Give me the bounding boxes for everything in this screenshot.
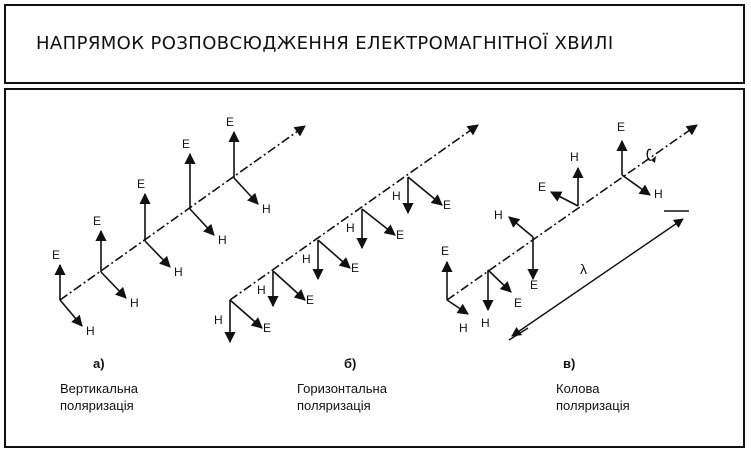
h-label-b-3: H bbox=[346, 221, 355, 235]
h-vector-a-4 bbox=[233, 177, 259, 205]
h-label-b-1: H bbox=[257, 283, 266, 297]
e-label-c-1: E bbox=[514, 296, 523, 310]
panel-c-caption-line2: поляризація bbox=[556, 398, 630, 413]
wavelength-dimension-line bbox=[511, 218, 684, 337]
h-label-c-4: H bbox=[654, 187, 663, 201]
h-label-c-2: H bbox=[494, 208, 503, 222]
h-label-a-4: H bbox=[262, 202, 271, 216]
e-label-b-2: E bbox=[351, 261, 360, 275]
h-label-c-3: H bbox=[570, 150, 579, 164]
panel-b-letter: б) bbox=[344, 356, 357, 371]
page-title: НАПРЯМОК РОЗПОВСЮДЖЕННЯ ЕЛЕКТРОМАГНІТНОЇ… bbox=[36, 33, 614, 54]
panel-c-letter: в) bbox=[563, 356, 576, 371]
h-label-b-4: H bbox=[392, 189, 401, 203]
title-box: НАПРЯМОК РОЗПОВСЮДЖЕННЯ ЕЛЕКТРОМАГНІТНОЇ… bbox=[4, 4, 745, 84]
e-label-a-4: E bbox=[226, 115, 235, 129]
e-vector-b-0 bbox=[229, 299, 263, 329]
h-label-b-2: H bbox=[302, 252, 311, 266]
h-vector-c-0 bbox=[446, 299, 469, 315]
wavelength-tick-bottom bbox=[508, 327, 529, 341]
wavelength-label: λ bbox=[580, 261, 587, 277]
e-label-c-0: E bbox=[441, 244, 450, 258]
h-vector-a-2 bbox=[144, 240, 171, 268]
h-label-c-1: H bbox=[481, 316, 490, 330]
e-label-a-3: E bbox=[182, 137, 191, 151]
panel-b-caption-line1: Горизонтальна bbox=[297, 381, 387, 396]
e-vector-c-3 bbox=[550, 191, 579, 207]
e-label-a-1: E bbox=[93, 214, 102, 228]
h-label-b-0: H bbox=[214, 313, 223, 327]
propagation-axis-a bbox=[59, 125, 306, 301]
e-label-b-1: E bbox=[306, 293, 315, 307]
e-label-a-2: E bbox=[137, 177, 146, 191]
e-label-b-4: E bbox=[443, 198, 452, 212]
e-label-b-0: E bbox=[263, 321, 272, 335]
e-label-c-4: E bbox=[617, 120, 626, 134]
h-vector-a-3 bbox=[189, 208, 215, 236]
e-label-c-3: E bbox=[538, 180, 547, 194]
panel-c-caption-line1: Колова bbox=[556, 381, 600, 396]
h-vector-c-2 bbox=[508, 216, 534, 238]
h-vector-c-4 bbox=[621, 174, 651, 196]
e-vector-b-1 bbox=[272, 270, 306, 301]
panel-a-caption-line1: Вертикальна bbox=[60, 381, 139, 396]
e-vector-b-3 bbox=[361, 208, 396, 236]
e-vector-b-4 bbox=[407, 176, 443, 206]
h-label-a-3: H bbox=[218, 233, 227, 247]
e-label-c-2: E bbox=[530, 278, 539, 292]
e-label-a-0: E bbox=[52, 248, 61, 262]
panel-b-caption-line2: поляризація bbox=[297, 398, 371, 413]
h-label-a-1: H bbox=[130, 296, 139, 310]
panel-a-caption-line2: поляризація bbox=[60, 398, 134, 413]
e-vector-b-2 bbox=[317, 239, 351, 269]
rotation-arrow-head bbox=[651, 156, 656, 163]
e-label-b-3: E bbox=[396, 228, 405, 242]
h-label-a-2: H bbox=[174, 265, 183, 279]
h-label-c-0: H bbox=[459, 321, 468, 335]
h-label-a-0: H bbox=[86, 324, 95, 338]
panel-a-letter: а) bbox=[93, 356, 105, 371]
h-vector-a-0 bbox=[59, 299, 83, 327]
rotation-arrow-icon bbox=[646, 148, 652, 161]
e-vector-c-1 bbox=[487, 269, 512, 293]
h-vector-a-1 bbox=[100, 271, 127, 299]
